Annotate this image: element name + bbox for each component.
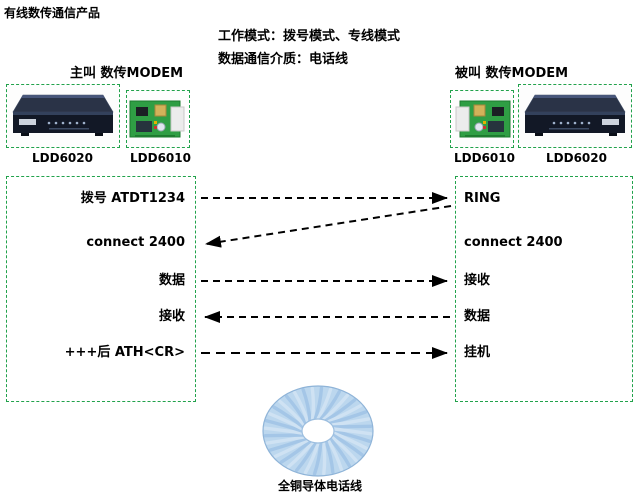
modem-ldd6020-image xyxy=(519,85,631,147)
callee-label: 被叫 数传MODEM xyxy=(455,66,569,81)
page-title: 有线数传通信产品 xyxy=(4,6,101,20)
callee-modem-box xyxy=(518,84,632,148)
caller-step-data: 数据 xyxy=(158,273,185,288)
callee-step-hangup: 挂机 xyxy=(464,345,491,360)
callee-device-label-ldd6020: LDD6020 xyxy=(546,151,607,165)
callee-flow-box: RING connect 2400 接收 数据 挂机 xyxy=(455,176,633,402)
caller-pcb-box xyxy=(126,90,190,148)
callee-device-label-ldd6010: LDD6010 xyxy=(454,151,515,165)
caller-step-hangup-cmd: +++后 ATH<CR> xyxy=(64,345,185,360)
callee-step-data: 数据 xyxy=(464,309,491,324)
caller-modem-box xyxy=(6,84,120,148)
modem-ldd6020-image xyxy=(7,85,119,147)
caller-step-dial: 拨号 ATDT1234 xyxy=(80,191,185,206)
caller-flow-box: 拨号 ATDT1234 connect 2400 数据 接收 +++后 ATH<… xyxy=(6,176,196,402)
medium-text: 数据通信介质：电话线 xyxy=(218,52,349,67)
caller-step-receive: 接收 xyxy=(158,309,185,324)
callee-pcb-box xyxy=(450,90,514,148)
callee-step-ring: RING xyxy=(464,191,501,206)
caller-label: 主叫 数传MODEM xyxy=(70,66,184,81)
caller-step-connect: connect 2400 xyxy=(86,235,185,250)
pcb-ldd6010-image xyxy=(451,91,513,147)
callee-step-receive: 接收 xyxy=(464,273,491,288)
callee-step-connect: connect 2400 xyxy=(464,235,563,250)
pcb-ldd6010-image xyxy=(127,91,189,147)
work-mode-text: 工作模式：拨号模式、专线模式 xyxy=(218,29,401,44)
telephone-cable-coil-image xyxy=(262,385,374,477)
caller-device-label-ldd6010: LDD6010 xyxy=(130,151,191,165)
arrow-ring-to-connect xyxy=(205,205,452,248)
cable-label: 全铜导体电话线 xyxy=(277,479,362,493)
caller-device-label-ldd6020: LDD6020 xyxy=(32,151,93,165)
